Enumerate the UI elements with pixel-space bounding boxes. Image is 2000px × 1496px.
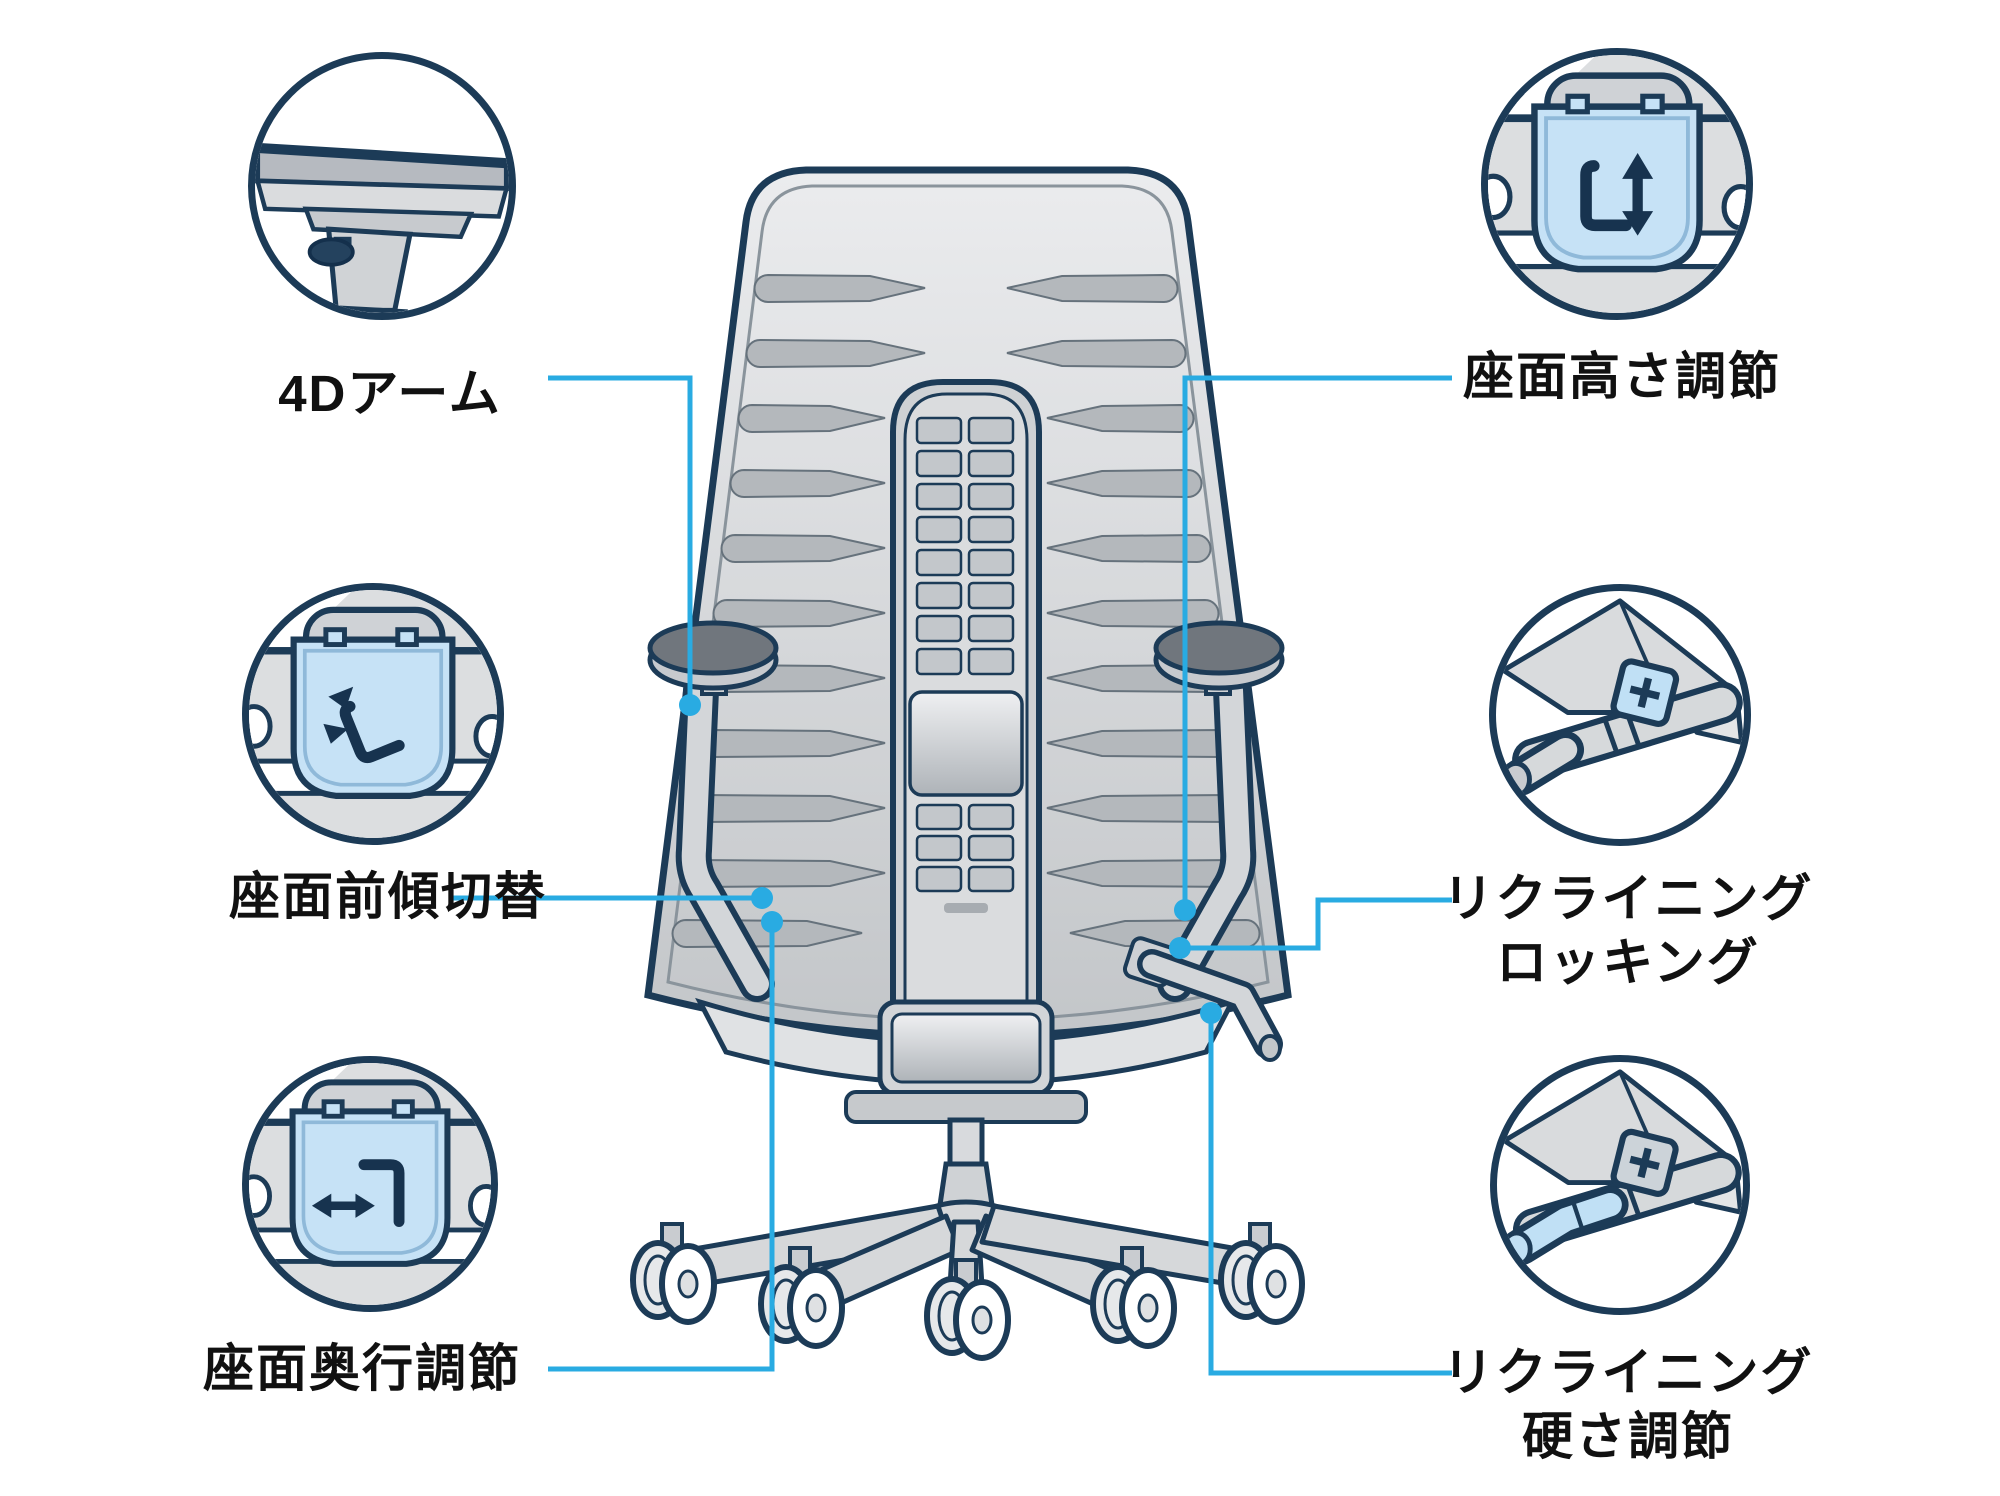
label-line: ロッキング — [1496, 934, 1760, 991]
seat-assembly — [695, 997, 1237, 1124]
paddle-lever-tilt-icon — [249, 590, 497, 838]
paddle-lever-depth-icon — [249, 1063, 491, 1305]
recline-crank-handle — [1122, 936, 1283, 1062]
callout-label-seat-height: 座面高さ調節 — [1463, 345, 1781, 409]
lumbar-spine — [890, 379, 1042, 1008]
connector-arm-4d — [548, 375, 693, 705]
callout-circle-seat-depth — [242, 1056, 498, 1312]
label-line: 座面高さ調節 — [1462, 348, 1782, 405]
callout-circle-recline-rocking — [1489, 584, 1751, 846]
callout-label-seat-forward-tilt: 座面前傾切替 — [229, 865, 547, 929]
armrest-left — [647, 620, 779, 1002]
callout-label-arm-4d: 4Dアーム — [278, 362, 502, 426]
callout-circle-arm-4d — [248, 52, 516, 320]
connector-lines — [450, 375, 1452, 1376]
armrest-4d-detail-icon — [255, 142, 509, 313]
label-line: リクライニング — [1442, 870, 1814, 927]
callout-circle-seat-height — [1481, 48, 1753, 320]
lumbar-handle — [908, 690, 1024, 797]
crank-recline-lock-icon — [1499, 598, 1744, 799]
label-line: 座面奥行調節 — [202, 1340, 522, 1397]
connector-dots — [679, 694, 1222, 1024]
callout-label-seat-depth: 座面奥行調節 — [203, 1337, 521, 1401]
armrest-right — [1153, 620, 1285, 1002]
label-line: 4Dアーム — [278, 365, 502, 422]
connector-recline-rocking — [1180, 897, 1452, 951]
label-line: リクライニング — [1442, 1344, 1814, 1401]
connector-recline-tension — [1208, 1013, 1452, 1376]
crank-recline-tension-icon — [1500, 1069, 1743, 1268]
brand-logo-strip — [944, 903, 988, 913]
callout-label-recline-rocking: リクライニング ロッキング — [1442, 867, 1813, 995]
label-line: 座面前傾切替 — [228, 868, 548, 925]
callout-label-recline-tension: リクライニング 硬さ調節 — [1442, 1341, 1813, 1469]
connector-seat-height — [1182, 375, 1452, 910]
callout-circle-seat-forward-tilt — [242, 583, 504, 845]
label-line: 硬さ調節 — [1521, 1408, 1735, 1465]
connector-seat-depth — [548, 922, 775, 1372]
callout-circle-recline-tension — [1490, 1055, 1750, 1315]
paddle-lever-height-icon — [1488, 55, 1746, 313]
